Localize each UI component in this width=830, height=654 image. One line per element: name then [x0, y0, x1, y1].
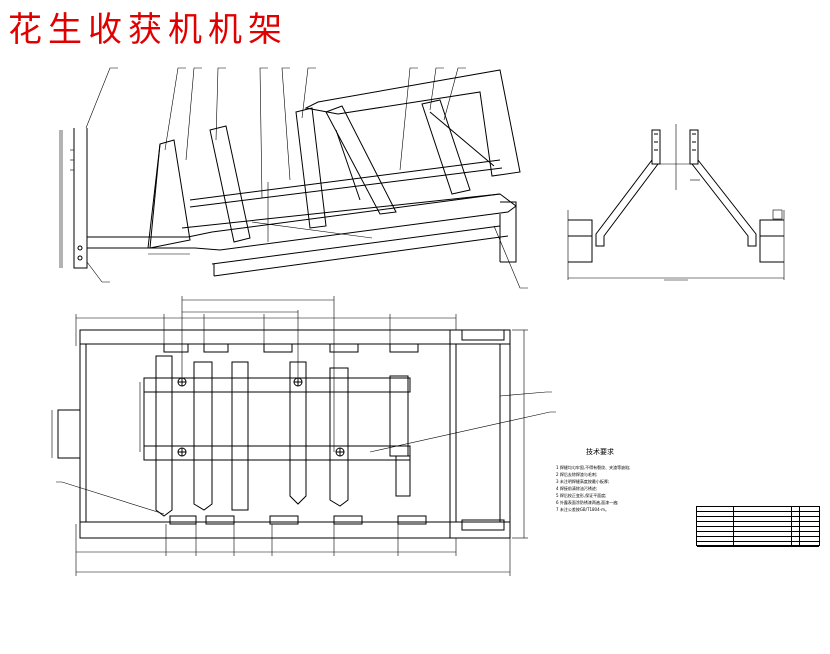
vertical-post — [73, 128, 88, 269]
inclined-beam — [181, 193, 501, 229]
side-view — [59, 67, 528, 289]
plan-tine-4 — [289, 361, 307, 505]
hitch-bottom — [461, 519, 505, 531]
note-item: 6 外露表面涂防锈漆两遍,面漆一遍; — [556, 500, 619, 505]
note-item: 4 焊接前清除油污锈迹; — [556, 486, 598, 491]
plan-tine-1 — [155, 355, 173, 517]
left-clamp — [651, 129, 661, 165]
plan-tine-2 — [193, 361, 213, 511]
tine-4 — [325, 105, 397, 215]
right-clamp — [689, 129, 699, 165]
tine-3 — [295, 107, 327, 229]
plan-tine-5 — [329, 367, 349, 507]
note-item: 7 未注公差按GB/T1804-m。 — [556, 507, 609, 512]
tine-5 — [421, 99, 471, 195]
plan-view — [51, 296, 556, 576]
right-diagonal-leg — [691, 159, 757, 247]
left-foot — [568, 219, 593, 263]
technical-requirements: 技术要求 1 焊缝均匀牢固,不得有裂纹、夹渣等缺陷; 2 焊后去除焊渣与毛刺; … — [556, 448, 696, 513]
cross-beam-upper — [143, 377, 411, 393]
left-diagonal-leg — [595, 159, 659, 247]
hitch-top — [461, 329, 505, 341]
tine-1 — [149, 139, 191, 249]
bolt-hole-icon — [177, 377, 345, 457]
cross-beam-lower — [143, 445, 411, 461]
end-view — [567, 124, 785, 281]
tine-2 — [209, 125, 251, 243]
left-hitch — [57, 409, 81, 459]
right-foot — [759, 219, 784, 263]
notes-heading: 技术要求 — [586, 448, 614, 456]
lower-inclined-beam — [211, 225, 501, 265]
upper-frame — [304, 69, 521, 177]
drawing-title: 花生收获机机架 — [8, 10, 288, 50]
title-block — [696, 506, 820, 547]
note-item: 1 焊缝均匀牢固,不得有裂纹、夹渣等缺陷; — [556, 465, 631, 470]
note-item: 3 未注明焊缝高度按最小板厚; — [556, 479, 610, 484]
notes-list: 1 焊缝均匀牢固,不得有裂纹、夹渣等缺陷; 2 焊后去除焊渣与毛刺; 3 未注明… — [556, 464, 696, 513]
plan-tine-3 — [231, 361, 249, 511]
note-item: 2 焊后去除焊渣与毛刺; — [556, 472, 598, 477]
rear-support — [500, 201, 517, 263]
note-item: 5 焊后校正变形,保证平面度; — [556, 493, 607, 498]
